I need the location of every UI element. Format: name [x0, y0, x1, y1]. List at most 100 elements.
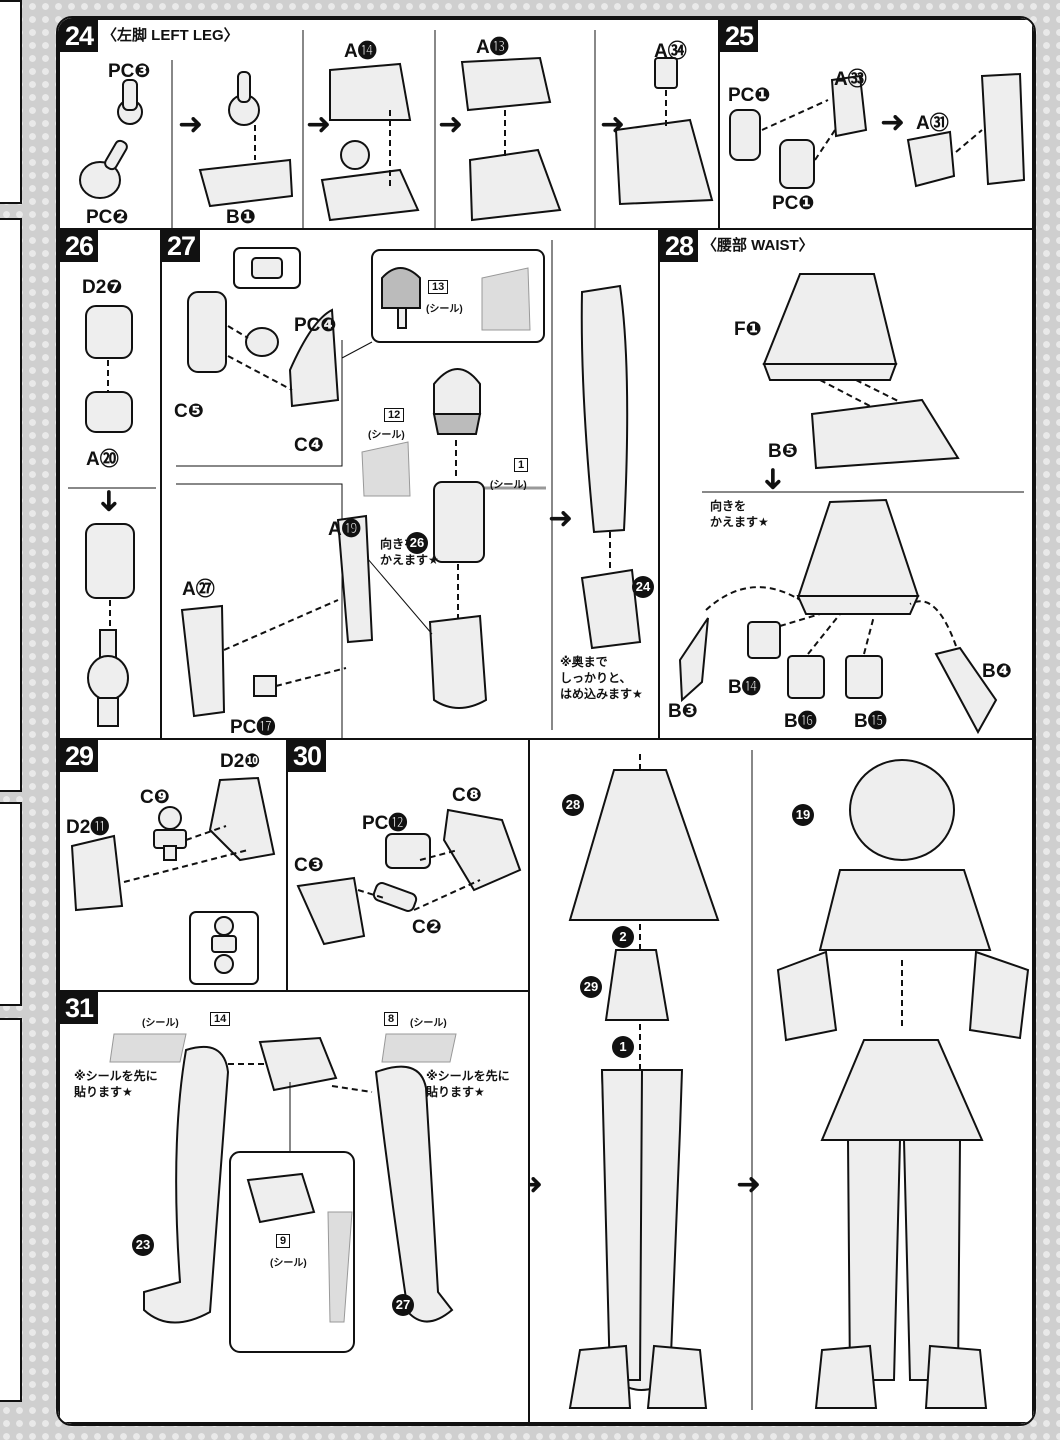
part-label: C❸ — [294, 855, 324, 876]
part-label: PC❹ — [294, 315, 337, 336]
part-label: B❹ — [982, 661, 1012, 682]
part-label: B❸ — [668, 701, 698, 722]
part-label: C❹ — [294, 435, 324, 456]
part-label: PC❶ — [728, 85, 771, 106]
down-arrow-icon: ➜ — [92, 488, 126, 514]
next-arrow-icon: ➜ — [880, 106, 906, 139]
next-arrow-icon: ➜ — [306, 108, 332, 141]
seal-tag: 14 — [210, 1012, 231, 1026]
step-24-diagram — [79, 30, 714, 228]
part-label: PC⓬ — [362, 813, 408, 834]
step-ref-badge: 27 — [392, 1294, 414, 1316]
part-label: B❺ — [768, 441, 798, 462]
part-label: B⓰ — [784, 711, 817, 732]
down-arrow-icon: ➜ — [756, 466, 790, 492]
step-27-panel: 27 — [160, 228, 660, 740]
step-29-diagram — [70, 776, 276, 985]
seal-word: (シール) — [490, 480, 527, 491]
part-label: PC❷ — [86, 207, 129, 228]
final-assembly-panel: 28 29 19 2 1 ➜ ➜ — [528, 738, 1034, 1424]
step-26-diagram — [68, 305, 156, 727]
seal-note: ※シールを先に 貼ります★ — [74, 1069, 158, 1099]
seal-tag: 13 — [428, 280, 449, 294]
part-label: D2⓫ — [66, 817, 110, 838]
next-arrow-icon: ➜ — [178, 108, 204, 141]
step-25-diagram — [729, 72, 1026, 189]
step-30-panel: 30 C❽ PC⓬ C❸ C❷ — [286, 738, 530, 992]
part-label: A㉝ — [834, 69, 867, 90]
part-label: A㉗ — [182, 579, 215, 600]
fit-note: ※奥まで しっかりと、 はめ込みます★ — [560, 655, 643, 701]
order-badge: 1 — [612, 1036, 634, 1058]
step-number: 24 — [60, 20, 99, 52]
seal-tag: 1 — [514, 458, 529, 472]
step-title: 〈腰部 WAIST〉 — [702, 237, 814, 254]
seal-tag: 9 — [276, 1234, 291, 1248]
step-24-panel: 24 〈左脚 LEFT LEG〉 PC❸ PC❷ — [58, 18, 720, 230]
part-label: A⓭ — [476, 37, 509, 58]
part-label: C❷ — [412, 917, 442, 938]
seal-word: (シール) — [142, 1018, 179, 1029]
next-arrow-icon: ➜ — [600, 108, 626, 141]
step-26-panel: 26 D2❼ A⑳ ➜ — [58, 228, 162, 740]
next-arrow-icon: ➜ — [736, 1168, 762, 1201]
seal-word: (シール) — [410, 1018, 447, 1029]
part-label: A㉛ — [916, 113, 949, 134]
part-label: D2❼ — [82, 277, 123, 298]
step-ref-badge: 28 — [562, 794, 584, 816]
side-tab — [0, 802, 22, 1006]
step-31-panel: 31 (シール) 14 8 (シール) ※シールを先に 貼ります★ ※シールを先… — [58, 990, 530, 1424]
step-28-panel: 28 〈腰部 WAIST〉 F❶ B❺ B⓮ B❸ B⓰ B⓯ — [658, 228, 1034, 740]
step-number: 31 — [60, 992, 99, 1024]
side-tab — [0, 0, 22, 204]
side-tab — [0, 1018, 22, 1402]
turn-note: 向きを かえます★ — [710, 499, 769, 529]
part-label: A㉞ — [654, 41, 687, 62]
next-arrow-icon: ➜ — [530, 1170, 543, 1200]
step-number: 26 — [60, 230, 99, 262]
step-28-diagram — [678, 273, 1024, 735]
step-ref-badge: 29 — [580, 976, 602, 998]
part-label: C❾ — [140, 787, 170, 808]
step-27-diagram — [176, 240, 642, 738]
part-label: C❽ — [452, 785, 482, 806]
next-arrow-icon: ➜ — [548, 502, 574, 535]
part-label: D2❿ — [220, 751, 261, 772]
seal-word: (シール) — [426, 304, 463, 315]
step-ref-badge: 23 — [132, 1234, 154, 1256]
next-arrow-icon: ➜ — [438, 108, 464, 141]
seal-tag: 8 — [384, 1012, 399, 1026]
side-tab — [0, 218, 22, 792]
step-number: 28 — [660, 230, 699, 262]
part-label: PC⓱ — [230, 717, 276, 738]
step-ref-badge: 26 — [406, 532, 428, 554]
step-29-panel: 29 D2❿ C❾ D2⓫ — [58, 738, 288, 992]
step-ref-badge: 19 — [792, 804, 814, 826]
step-30-diagram — [296, 808, 522, 946]
part-label: PC❶ — [772, 193, 815, 214]
part-label: C❺ — [174, 401, 204, 422]
step-ref-badge: 24 — [632, 576, 654, 598]
part-label: PC❸ — [108, 61, 151, 82]
seal-word: (シール) — [270, 1258, 307, 1269]
part-label: B⓯ — [854, 711, 887, 732]
part-label: A⓳ — [328, 519, 361, 540]
part-label: F❶ — [734, 319, 762, 340]
seal-word: (シール) — [368, 430, 405, 441]
order-badge: 2 — [612, 926, 634, 948]
part-label: A⑳ — [86, 449, 119, 470]
part-label: B❶ — [226, 207, 256, 228]
step-title: 〈左脚 LEFT LEG〉 — [102, 27, 239, 44]
final-assembly-diagram — [568, 750, 1030, 1410]
step-number: 30 — [288, 740, 327, 772]
step-number: 27 — [162, 230, 201, 262]
seal-tag: 12 — [384, 408, 405, 422]
step-25-panel: 25 PC❶ A㉝ PC❶ A㉛ ➜ — [718, 18, 1034, 230]
part-label: A⓮ — [344, 41, 377, 62]
step-number: 25 — [720, 20, 759, 52]
step-31-diagram — [109, 1033, 457, 1353]
step-number: 29 — [60, 740, 99, 772]
instruction-sheet: 24 〈左脚 LEFT LEG〉 PC❸ PC❷ — [56, 16, 1036, 1426]
seal-note: ※シールを先に 貼ります★ — [426, 1069, 510, 1099]
part-label: B⓮ — [728, 677, 761, 698]
